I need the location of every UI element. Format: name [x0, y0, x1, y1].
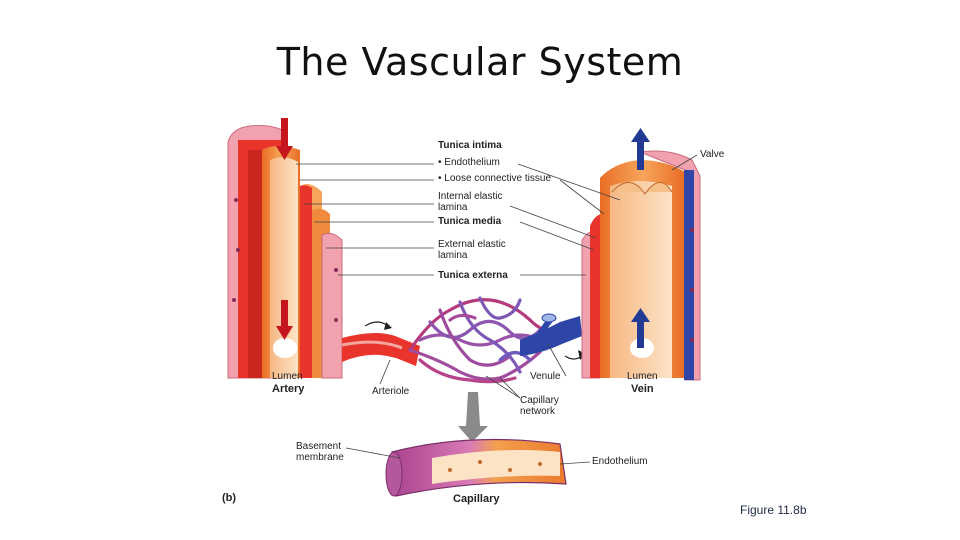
label-internal-elastic: Internal elastic lamina	[438, 191, 503, 213]
label-capillary-network: Capillary network	[520, 395, 559, 417]
artery-illustration	[227, 118, 343, 379]
label-arteriole: Arteriole	[372, 386, 410, 397]
label-vein: Vein	[631, 383, 654, 395]
label-venule: Venule	[530, 371, 561, 382]
label-basement-membrane: Basement membrane	[296, 441, 344, 463]
label-loose-connective: • Loose connective tissue	[438, 173, 552, 184]
zoom-arrow	[458, 392, 488, 442]
label-lumen-vein: Lumen	[627, 371, 658, 382]
label-endothelium: • Endothelium	[438, 157, 500, 168]
label-panel-b: (b)	[222, 492, 237, 504]
label-tunica-intima: Tunica intima	[438, 140, 502, 151]
leader-lines	[296, 154, 698, 465]
label-tunica-externa: Tunica externa	[438, 270, 508, 281]
vein-illustration	[581, 128, 701, 381]
label-lumen-artery: Lumen	[272, 371, 303, 382]
label-external-elastic: External elastic lamina	[438, 239, 506, 261]
capillary-network	[408, 296, 562, 384]
label-endothelium-capillary: Endothelium	[592, 456, 648, 467]
label-capillary: Capillary	[453, 493, 500, 505]
slide-title: The Vascular System	[276, 40, 684, 84]
arteriole-illustration	[341, 321, 420, 366]
label-valve: Valve	[700, 149, 725, 160]
label-artery: Artery	[272, 383, 305, 395]
figure-caption: Figure 11.8b	[740, 503, 807, 517]
capillary-illustration	[385, 438, 567, 497]
label-tunica-media: Tunica media	[438, 216, 502, 227]
